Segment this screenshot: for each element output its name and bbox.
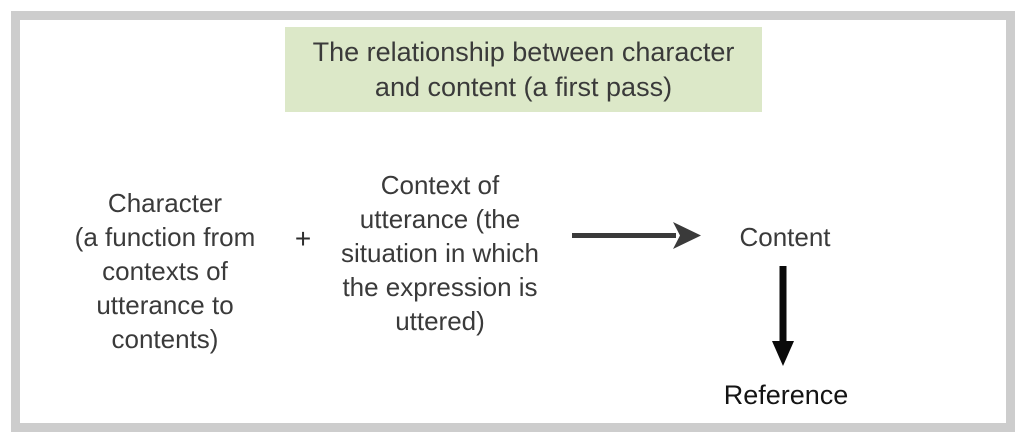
right-arrow-icon bbox=[570, 221, 704, 256]
title-banner: The relationship between character and c… bbox=[285, 27, 762, 112]
context-line: situation in which bbox=[341, 238, 539, 268]
character-line: contexts of bbox=[102, 256, 228, 286]
reference-label: Reference bbox=[723, 380, 849, 410]
character-line: Character bbox=[107, 188, 223, 218]
context-block: Context of utterance (the situation in w… bbox=[315, 168, 565, 338]
down-arrow-icon bbox=[768, 266, 798, 373]
title-line-2: and content (a first pass) bbox=[374, 71, 673, 102]
context-line: the expression is bbox=[342, 272, 538, 302]
context-line: uttered) bbox=[395, 306, 485, 336]
character-line: contents) bbox=[111, 324, 219, 354]
plus-operator: + bbox=[294, 223, 312, 254]
context-line: Context of bbox=[380, 170, 500, 200]
content-label: Content bbox=[739, 222, 831, 252]
title-line-1: The relationship between character bbox=[312, 36, 735, 67]
context-line: utterance (the bbox=[359, 204, 521, 234]
character-block: Character (a function from contexts of u… bbox=[40, 186, 290, 356]
character-line: (a function from bbox=[74, 222, 256, 252]
character-line: utterance to bbox=[96, 290, 234, 320]
